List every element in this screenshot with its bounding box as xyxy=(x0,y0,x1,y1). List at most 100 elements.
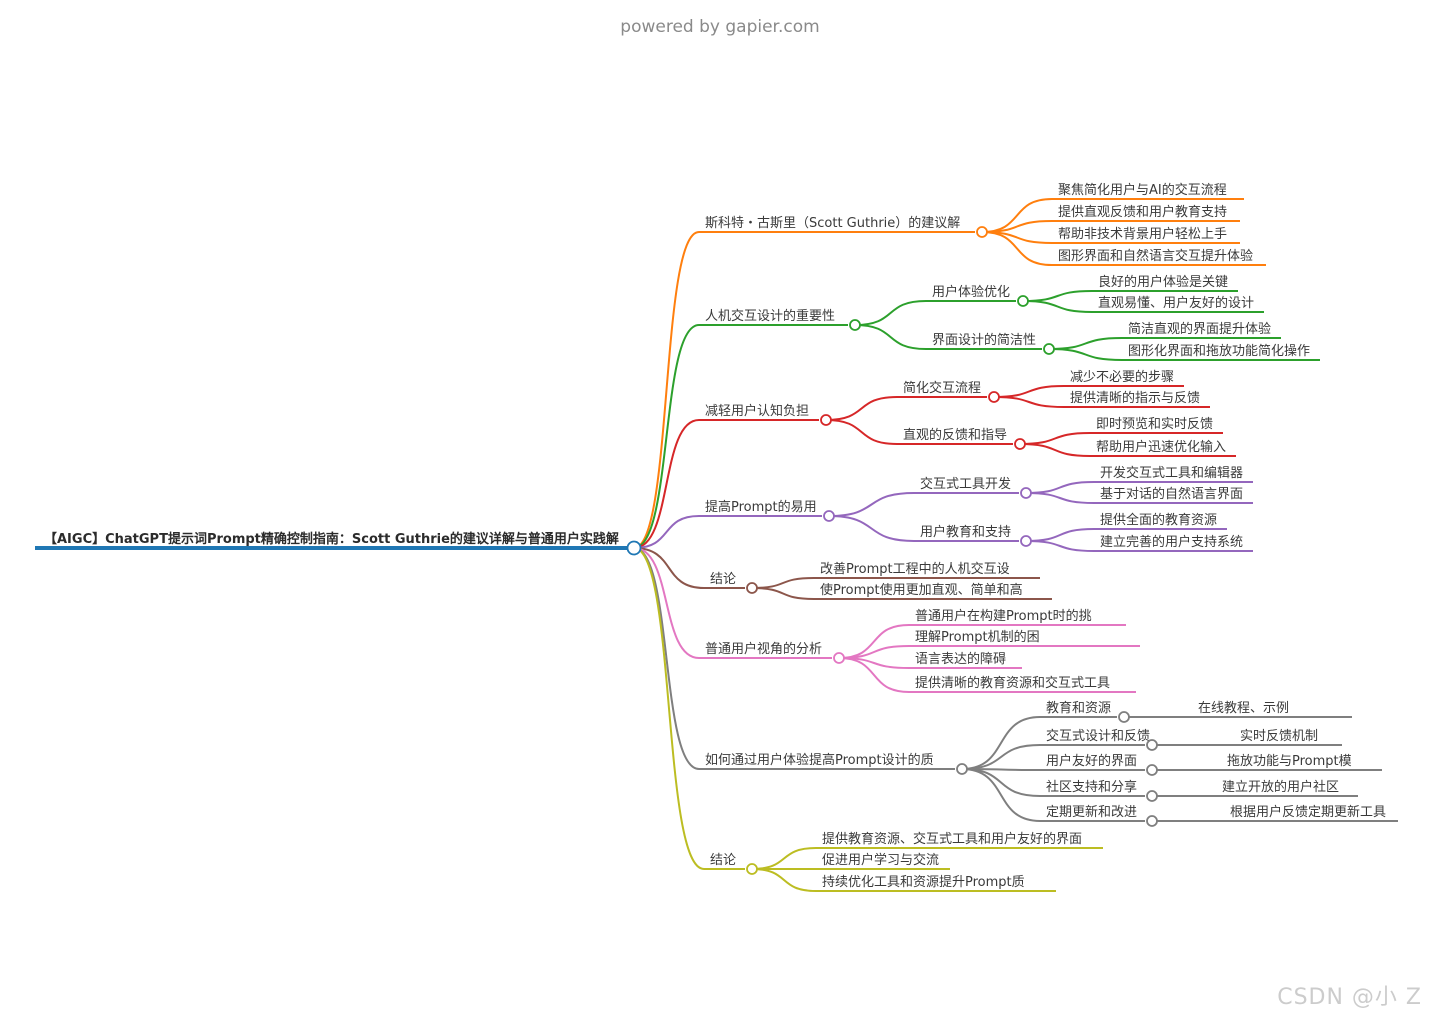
node-label[interactable]: 用户体验优化 xyxy=(932,284,1010,300)
collapse-circle[interactable] xyxy=(988,391,1000,403)
node-label[interactable]: 根据用户反馈定期更新工具 xyxy=(1230,804,1386,820)
link-curve xyxy=(828,492,915,517)
node-label[interactable]: 定期更新和改进 xyxy=(1046,804,1137,820)
link-curve xyxy=(1025,528,1095,542)
node-label[interactable]: 提供清晰的指示与反馈 xyxy=(1070,390,1200,406)
node-label[interactable]: 提供全面的教育资源 xyxy=(1100,512,1217,528)
node-label[interactable]: 促进用户学习与交流 xyxy=(822,852,939,868)
node-label[interactable]: 交互式工具开发 xyxy=(920,476,1011,492)
link-curve xyxy=(751,587,815,600)
collapse-circle[interactable] xyxy=(1017,295,1029,307)
link-curve xyxy=(1025,492,1095,504)
collapse-circle[interactable] xyxy=(1020,487,1032,499)
node-label[interactable]: 基于对话的自然语言界面 xyxy=(1100,486,1243,502)
watermark-top: powered by gapier.com xyxy=(620,17,820,37)
node-label[interactable]: 提供教育资源、交互式工具和用户友好的界面 xyxy=(822,831,1082,847)
collapse-circle[interactable] xyxy=(956,763,968,775)
node-label[interactable]: 实时反馈机制 xyxy=(1240,729,1318,744)
link-curve xyxy=(633,547,705,870)
node-label[interactable]: 教育和资源 xyxy=(1046,700,1111,716)
node-label[interactable]: 减少不必要的步骤 xyxy=(1070,369,1174,385)
node-label[interactable]: 普通用户视角的分析 xyxy=(705,641,822,657)
node-label[interactable]: 持续优化工具和资源提升Prompt质 xyxy=(822,874,1025,890)
collapse-circle[interactable] xyxy=(1043,343,1055,355)
node-label[interactable]: 直观易懂、用户友好的设计 xyxy=(1098,295,1254,311)
node-label[interactable]: 图形化界面和拖放功能简化操作 xyxy=(1128,343,1310,359)
root-hub-circle[interactable] xyxy=(626,540,642,556)
link-curve xyxy=(1019,432,1091,445)
link-curve xyxy=(961,744,1041,770)
node-label[interactable]: 如何通过用户体验提高Prompt设计的质 xyxy=(705,752,934,768)
link-curve xyxy=(854,324,927,350)
collapse-circle[interactable] xyxy=(1146,764,1158,776)
collapse-circle[interactable] xyxy=(1020,535,1032,547)
link-curve xyxy=(825,419,898,445)
link-curve xyxy=(1048,348,1123,361)
node-label[interactable]: 简化交互流程 xyxy=(903,380,981,396)
node-label[interactable]: 斯科特・古斯里（Scott Guthrie）的建议解 xyxy=(705,215,960,231)
collapse-circle[interactable] xyxy=(1118,711,1130,723)
node-label[interactable]: 建立完善的用户支持系统 xyxy=(1100,534,1243,550)
link-curve xyxy=(993,385,1065,398)
node-label[interactable]: 提供清晰的教育资源和交互式工具 xyxy=(915,675,1110,691)
link-curve xyxy=(828,515,915,542)
node-label[interactable]: 在线教程、示例 xyxy=(1198,700,1289,716)
node-label[interactable]: 开发交互式工具和编辑器 xyxy=(1100,465,1243,481)
node-label[interactable]: 社区支持和分享 xyxy=(1046,779,1137,795)
link-curve xyxy=(1019,443,1091,457)
node-label[interactable]: 良好的用户体验是关键 xyxy=(1098,274,1228,290)
link-curve xyxy=(1025,481,1095,494)
collapse-circle[interactable] xyxy=(833,652,845,664)
root-node-label[interactable]: 【AIGC】ChatGPT提示词Prompt精确控制指南：Scott Guthr… xyxy=(44,531,619,547)
link-curve xyxy=(1048,337,1123,350)
node-label[interactable]: 提供直观反馈和用户教育支持 xyxy=(1058,204,1227,220)
collapse-circle[interactable] xyxy=(823,510,835,522)
watermark-csdn: CSDN @小 Z xyxy=(1277,985,1422,1010)
collapse-circle[interactable] xyxy=(746,863,758,875)
node-label[interactable]: 界面设计的简洁性 xyxy=(932,332,1036,348)
link-curve xyxy=(633,547,705,589)
link-curve xyxy=(961,768,1041,797)
node-label[interactable]: 交互式设计和反馈 xyxy=(1046,728,1150,744)
node-label[interactable]: 直观的反馈和指导 xyxy=(903,427,1007,443)
collapse-circle[interactable] xyxy=(849,319,861,331)
collapse-circle[interactable] xyxy=(820,414,832,426)
link-curve xyxy=(1022,290,1093,302)
collapse-circle[interactable] xyxy=(1146,739,1158,751)
node-label[interactable]: 提高Prompt的易用 xyxy=(705,499,817,515)
link-curve xyxy=(751,847,817,870)
link-curve xyxy=(1022,300,1093,313)
node-label[interactable]: 用户教育和支持 xyxy=(920,524,1011,540)
link-curve xyxy=(633,547,700,659)
node-label[interactable]: 人机交互设计的重要性 xyxy=(705,308,835,324)
collapse-circle[interactable] xyxy=(1146,790,1158,802)
link-curve xyxy=(633,515,700,549)
link-curve xyxy=(751,577,815,589)
node-label[interactable]: 拖放功能与Prompt模 xyxy=(1227,754,1352,769)
node-label[interactable]: 改善Prompt工程中的人机交互设 xyxy=(820,561,1010,577)
node-label[interactable]: 帮助用户迅速优化输入 xyxy=(1096,439,1226,455)
link-curve xyxy=(633,547,700,770)
node-label[interactable]: 用户友好的界面 xyxy=(1046,753,1137,769)
node-label[interactable]: 帮助非技术背景用户轻松上手 xyxy=(1058,226,1227,242)
node-label[interactable]: 结论 xyxy=(710,572,736,587)
collapse-circle[interactable] xyxy=(746,582,758,594)
collapse-circle[interactable] xyxy=(1014,438,1026,450)
node-label[interactable]: 图形界面和自然语言交互提升体验 xyxy=(1058,248,1253,264)
node-label[interactable]: 建立开放的用户社区 xyxy=(1222,779,1339,795)
link-curve xyxy=(993,396,1065,408)
collapse-circle[interactable] xyxy=(976,226,988,238)
node-label[interactable]: 普通用户在构建Prompt时的挑 xyxy=(915,608,1092,624)
node-label[interactable]: 理解Prompt机制的困 xyxy=(915,629,1040,645)
node-label[interactable]: 简洁直观的界面提升体验 xyxy=(1128,321,1271,337)
node-label[interactable]: 减轻用户认知负担 xyxy=(705,403,809,419)
link-curve xyxy=(633,324,700,549)
node-label[interactable]: 语言表达的障碍 xyxy=(915,651,1006,667)
node-label[interactable]: 使Prompt使用更加直观、简单和高 xyxy=(820,582,1023,598)
node-label[interactable]: 聚焦简化用户与AI的交互流程 xyxy=(1058,182,1227,198)
collapse-circle[interactable] xyxy=(1146,815,1158,827)
node-label[interactable]: 即时预览和实时反馈 xyxy=(1096,416,1213,432)
node-label[interactable]: 结论 xyxy=(710,853,736,868)
